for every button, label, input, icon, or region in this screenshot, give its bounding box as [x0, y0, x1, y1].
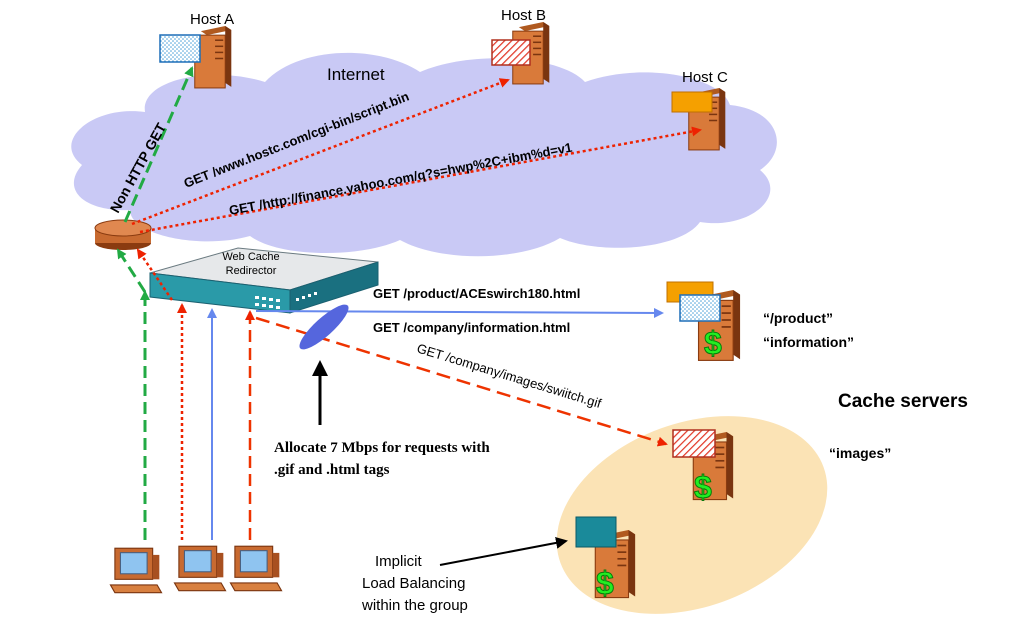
svg-text:$: $ [694, 469, 712, 505]
non-http-get-arrow [123, 66, 194, 223]
get-script-arrow [131, 78, 510, 226]
host-b-server-icon [491, 22, 550, 85]
bandwidth-policy-oval [299, 304, 349, 350]
information-server-label: “information” [763, 334, 854, 350]
product-cache-server-icon: $ [666, 281, 741, 362]
host-a-label: Host A [190, 11, 234, 28]
internet-label: Internet [327, 65, 385, 84]
bandwidth-note-line1: Allocate 7 Mbps for requests with [274, 440, 490, 456]
get-finance-arrow [139, 126, 702, 234]
product-server-label: “/product” [763, 310, 833, 326]
cache-servers-title: Cache servers [838, 391, 968, 412]
host-b-label: Host B [501, 7, 546, 24]
lower-cache-server-icon: $ [575, 516, 636, 602]
router-icon [94, 219, 152, 250]
images-cache-arrow [255, 316, 668, 447]
load-balancing-line3: within the group [361, 597, 468, 614]
images-cache-server-icon: $ [672, 429, 734, 506]
get-company-label: GET /company/information.html [373, 320, 570, 335]
web-cache-redirector-device [149, 247, 379, 314]
product-cache-arrow [255, 307, 664, 318]
bandwidth-note-line2: .gif and .html tags [274, 462, 390, 478]
get-product-label: GET /product/ACEswirch180.html [373, 286, 580, 301]
images-server-label: “images” [829, 445, 891, 461]
device-label-line2: Redirector [226, 265, 277, 277]
redirector-router-red-line [136, 248, 174, 301]
svg-text:$: $ [704, 325, 722, 361]
load-balancing-arrow [439, 536, 568, 566]
host-c-label: Host C [682, 69, 728, 86]
client-pc-2-icon [173, 545, 227, 592]
client-pc-1-icon [109, 547, 163, 594]
svg-text:$: $ [596, 565, 614, 601]
load-balancing-line2: Load Balancing [362, 575, 465, 592]
host-c-server-icon [671, 88, 726, 151]
host-a-server-icon [159, 26, 232, 89]
redirector-router-green-line [116, 248, 147, 293]
device-label-line1: Web Cache [222, 251, 279, 263]
client-pc-3-icon [229, 545, 283, 592]
load-balancing-line1: Implicit [375, 553, 423, 570]
internet-cloud [71, 52, 777, 257]
